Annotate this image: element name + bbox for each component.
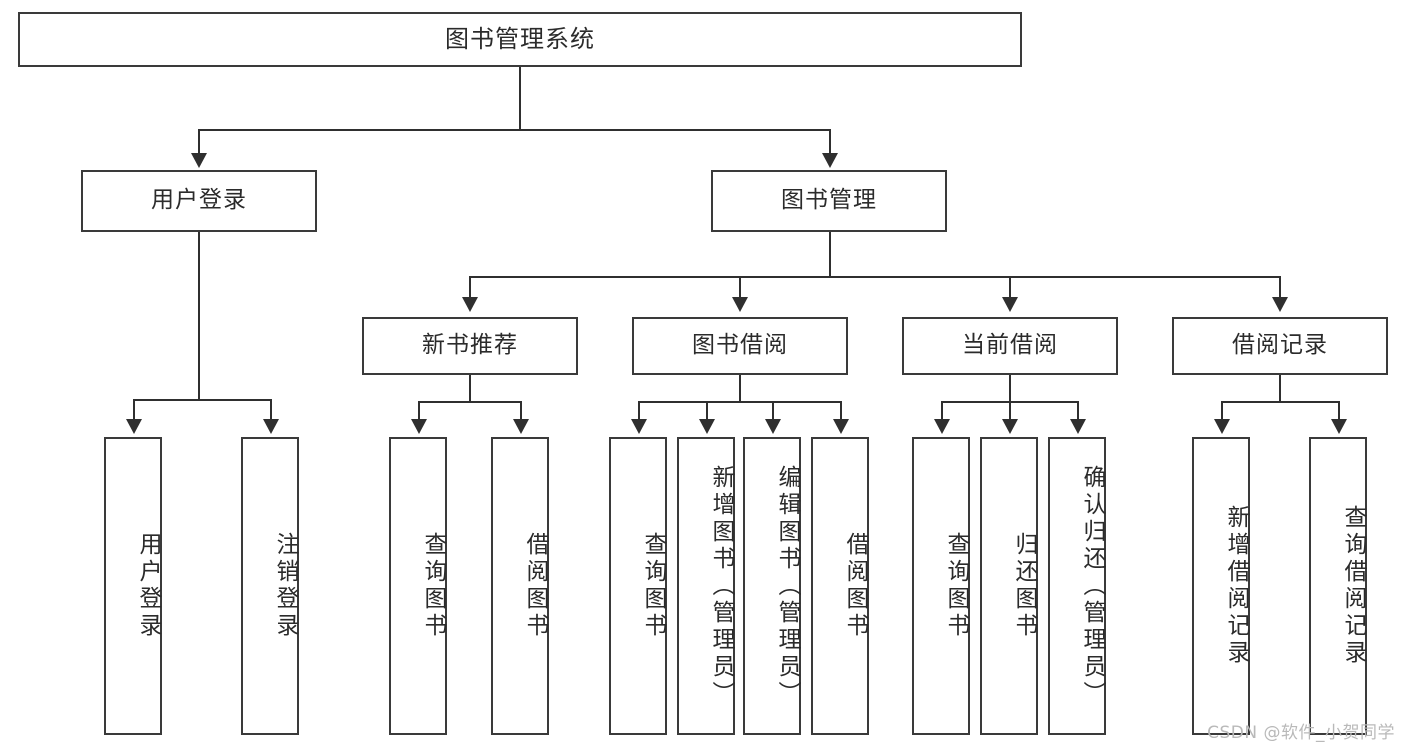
leaf-add-borrowing-record[interactable]: 新增借阅记录 (1192, 437, 1250, 735)
leaf-edit-book-admin[interactable]: 编辑图书（管理员） (743, 437, 801, 735)
node-user-login[interactable]: 用户登录 (81, 170, 317, 232)
node-label: 查询借阅记录 (1340, 505, 1366, 667)
arrow-root-to-book-management (822, 153, 838, 168)
node-label: 借阅记录 (1232, 332, 1328, 359)
connector-new-book-bus (418, 401, 521, 403)
arrow-bb-to-leaf-3 (765, 419, 781, 434)
connector-root-to-book-management (829, 129, 831, 155)
connector-bm-to-new-book (469, 276, 471, 299)
node-label: 图书管理 (781, 187, 877, 214)
node-borrowing-record[interactable]: 借阅记录 (1172, 317, 1388, 375)
arrow-bm-to-book-borrow (732, 297, 748, 312)
leaf-user-login[interactable]: 用户登录 (104, 437, 162, 735)
arrow-bm-to-borrow-record (1272, 297, 1288, 312)
node-label: 用户登录 (135, 532, 161, 640)
arrow-user-login-to-leaf-1 (126, 419, 142, 434)
node-label: 图书借阅 (692, 332, 788, 359)
connector-bb-to-leaf-4 (840, 401, 842, 421)
connector-current-borrow-stem (1009, 375, 1011, 402)
leaf-query-book-current[interactable]: 查询图书 (912, 437, 970, 735)
node-label: 借阅图书 (522, 532, 548, 640)
node-label: 图书管理系统 (445, 25, 595, 54)
node-book-borrowing[interactable]: 图书借阅 (632, 317, 848, 375)
connector-root-bus (198, 129, 831, 131)
connector-cb-to-leaf-1 (941, 401, 943, 421)
node-label: 新增借阅记录 (1223, 505, 1249, 667)
node-book-management[interactable]: 图书管理 (711, 170, 947, 232)
connector-bb-to-leaf-3 (772, 401, 774, 421)
connector-user-login-to-leaf-1 (133, 399, 135, 421)
node-label: 编辑图书（管理员） (774, 464, 800, 708)
leaf-borrow-book-new-recommendation[interactable]: 借阅图书 (491, 437, 549, 735)
arrow-root-to-user-login (191, 153, 207, 168)
leaf-logout[interactable]: 注销登录 (241, 437, 299, 735)
connector-bm-to-book-borrow (739, 276, 741, 299)
leaf-query-book-borrowing[interactable]: 查询图书 (609, 437, 667, 735)
arrow-bb-to-leaf-2 (699, 419, 715, 434)
connector-book-borrow-bus (638, 401, 841, 403)
arrow-br-to-leaf-2 (1331, 419, 1347, 434)
node-new-book-recommendation[interactable]: 新书推荐 (362, 317, 578, 375)
node-label: 归还图书 (1011, 532, 1037, 640)
arrow-bb-to-leaf-4 (833, 419, 849, 434)
arrow-bm-to-new-book (462, 297, 478, 312)
node-label: 当前借阅 (962, 332, 1058, 359)
node-label: 查询图书 (420, 532, 446, 640)
connector-root-stem (519, 67, 521, 130)
node-label: 确认归还（管理员） (1079, 464, 1105, 708)
node-label: 查询图书 (640, 532, 666, 640)
connector-nb-to-leaf-1 (418, 401, 420, 421)
connector-bb-to-leaf-1 (638, 401, 640, 421)
connector-root-to-user-login (198, 129, 200, 155)
connector-bm-to-current-borrow (1009, 276, 1011, 299)
connector-user-login-stem (198, 232, 200, 400)
node-label: 用户登录 (151, 187, 247, 214)
connector-book-management-bus (469, 276, 1281, 278)
connector-borrow-record-bus (1221, 401, 1339, 403)
arrow-nb-to-leaf-1 (411, 419, 427, 434)
leaf-add-book-admin[interactable]: 新增图书（管理员） (677, 437, 735, 735)
node-label: 新增图书（管理员） (708, 464, 734, 708)
arrow-cb-to-leaf-1 (934, 419, 950, 434)
arrow-cb-to-leaf-3 (1070, 419, 1086, 434)
connector-bb-to-leaf-2 (706, 401, 708, 421)
connector-book-borrow-stem (739, 375, 741, 402)
arrow-br-to-leaf-1 (1214, 419, 1230, 434)
arrow-bm-to-current-borrow (1002, 297, 1018, 312)
arrow-bb-to-leaf-1 (631, 419, 647, 434)
node-current-borrowing[interactable]: 当前借阅 (902, 317, 1118, 375)
connector-new-book-stem (469, 375, 471, 402)
connector-bm-to-borrow-record (1279, 276, 1281, 299)
leaf-query-book-new-recommendation[interactable]: 查询图书 (389, 437, 447, 735)
leaf-return-book[interactable]: 归还图书 (980, 437, 1038, 735)
connector-cb-to-leaf-3 (1077, 401, 1079, 421)
node-label: 新书推荐 (422, 332, 518, 359)
leaf-confirm-return-admin[interactable]: 确认归还（管理员） (1048, 437, 1106, 735)
connector-user-login-to-leaf-2 (270, 399, 272, 421)
arrow-nb-to-leaf-2 (513, 419, 529, 434)
node-label: 注销登录 (272, 532, 298, 640)
node-root-library-management-system[interactable]: 图书管理系统 (18, 12, 1022, 67)
leaf-query-borrowing-record[interactable]: 查询借阅记录 (1309, 437, 1367, 735)
connector-br-to-leaf-2 (1338, 401, 1340, 421)
connector-nb-to-leaf-2 (520, 401, 522, 421)
arrow-cb-to-leaf-2 (1002, 419, 1018, 434)
connector-cb-to-leaf-2 (1009, 401, 1011, 421)
leaf-borrow-book-borrowing[interactable]: 借阅图书 (811, 437, 869, 735)
node-label: 查询图书 (943, 532, 969, 640)
arrow-user-login-to-leaf-2 (263, 419, 279, 434)
connector-borrow-record-stem (1279, 375, 1281, 402)
connector-book-management-stem (829, 232, 831, 277)
connector-br-to-leaf-1 (1221, 401, 1223, 421)
connector-user-login-bus (133, 399, 271, 401)
node-label: 借阅图书 (842, 532, 868, 640)
